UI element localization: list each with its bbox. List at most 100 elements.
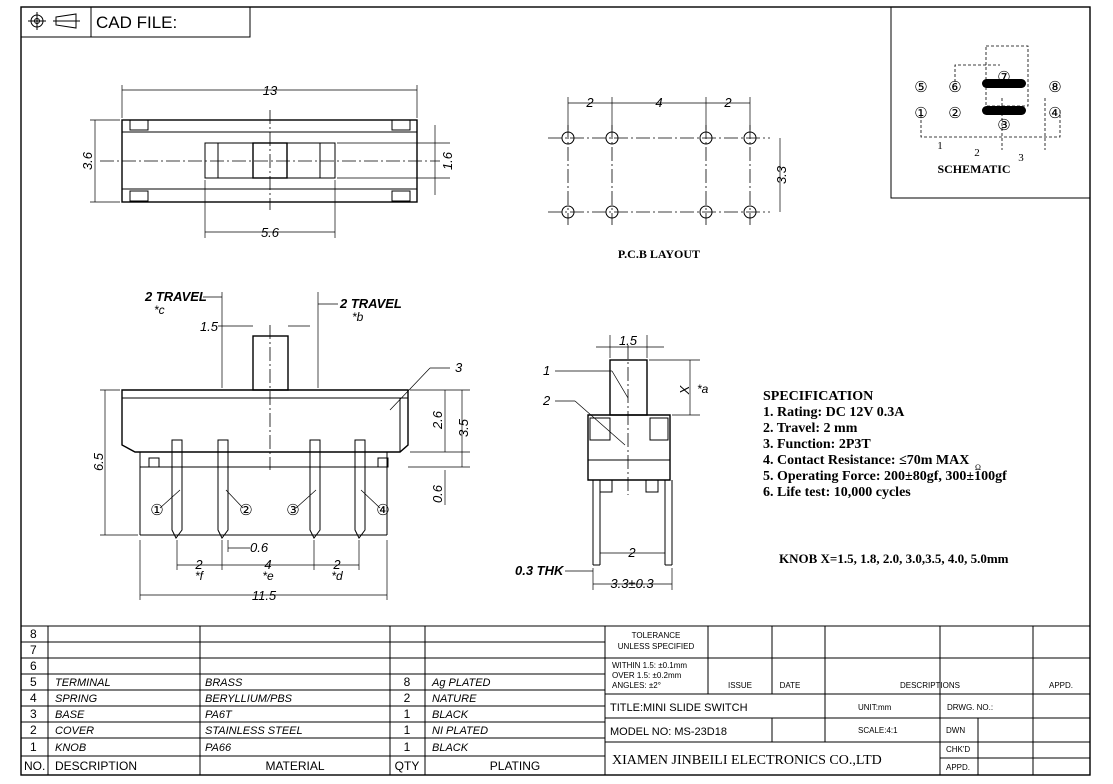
bom-no: 8 [30,627,37,641]
bom-description: BASE [55,709,85,721]
bom-plating: NI PLATED [432,725,488,737]
bom-qty: 8 [404,675,411,689]
tolerance-over: OVER 1.5: ±0.2mm [612,671,682,680]
bom-no: 2 [30,723,37,737]
pcb-hole [743,131,757,145]
descriptions-header: DESCRIPTIONS [900,681,960,690]
pcb-hole [561,205,575,219]
title-block: TOLERANCE UNLESS SPECIFIED WITHIN 1.5: ±… [605,626,1090,775]
approved-label: APPD. [946,763,970,772]
front-pin-1: ① [150,503,163,519]
spec-line-3: 3. Function: 2P3T [763,437,871,452]
drawing-number-label: DRWG. NO.: [947,703,993,712]
side-knob [609,359,648,416]
tolerance-sub-label: UNLESS SPECIFIED [618,642,695,651]
schematic-label-1: 1 [937,140,943,152]
specification: SPECIFICATION 1. Rating: DC 12V 0.3A 2. … [763,389,1009,566]
pcb-dim-vertical: 3.3 [774,165,789,184]
bom-no: 6 [30,659,37,673]
pcb-hole [605,205,619,219]
dim-overall-length: 13 [263,83,278,98]
omega-mark: Ω [975,463,981,472]
pcb-layout: 2 4 2 3.3 P.C.B LAYOUT [548,95,789,261]
top-view: 13 3.6 1.6 5.6 [80,83,455,240]
front-pin-2: ② [239,503,252,519]
cad-file-label: CAD FILE: [96,13,177,32]
schematic-pin-3: ③ [997,118,1010,134]
bom-material: STAINLESS STEEL [205,725,303,737]
bom-header-no: NO. [24,759,45,773]
bom-header-qty: QTY [395,759,420,773]
bom-plating: NATURE [432,693,477,705]
pcb-hole [699,205,713,219]
bom-header-description: DESCRIPTION [55,759,137,773]
travel-left-ref: *c [154,303,165,317]
bom-plating: BLACK [432,709,469,721]
schematic-pin-2: ② [948,106,961,122]
bom-row: 1 KNOB PA66 1 BLACK [30,740,469,754]
schematic-caption: SCHEMATIC [937,162,1010,176]
dim-b1-ref: *f [195,569,205,583]
dim-total-width: 11.5 [252,588,277,603]
pcb-dim-left: 2 [585,95,594,110]
bom-material: BERYLLIUM/PBS [205,693,293,705]
bom-qty: 1 [404,740,411,754]
travel-left: 2 TRAVEL [144,289,207,304]
pcb-dim-right: 2 [723,95,732,110]
bom-description: COVER [55,725,94,737]
pcb-hole [699,131,713,145]
bom-table: 8 7 6 5 TERMINAL BRASS 8 Ag PLATED 4 SPR… [21,625,1090,775]
company-name: XIAMEN JINBEILI ELECTRONICS CO.,LTD [612,753,882,768]
callout-3: 3 [455,360,463,375]
dim-pin-width: 0.6 [250,540,269,555]
pcb-caption: P.C.B LAYOUT [618,247,700,261]
bom-header-material: MATERIAL [265,759,324,773]
bom-description: TERMINAL [55,677,111,689]
pcb-hole [561,131,575,145]
bom-description: SPRING [55,693,98,705]
bom-qty: 1 [404,707,411,721]
dim-b3: 2 [332,557,341,572]
bom-plating: BLACK [432,742,469,754]
first-angle-projection-icon [28,12,80,30]
dim-slot: 1.6 [440,151,455,170]
sheet-border [20,6,1091,776]
callout-2: 2 [542,393,551,408]
bom-row: 8 [30,627,37,641]
schematic-label-2: 2 [974,147,980,159]
dim-pin: 0.6 [430,484,445,503]
travel-right: 2 TRAVEL [339,296,402,311]
bom-row: 3 BASE PA6T 1 BLACK [30,707,469,721]
schematic: ⑤ ⑥ ⑦ ⑧ ① ② ③ ④ 1 2 3 SCHEMATIC [890,6,1091,199]
bom-material: BRASS [205,677,243,689]
travel-right-ref: *b [352,310,364,324]
tolerance-within: WITHIN 1.5: ±0.1mm [612,661,687,670]
bom-no: 7 [30,643,37,657]
bom-row: 6 [30,659,37,673]
dim-height: 3.6 [80,151,95,170]
front-view: 2 TRAVEL *c 2 TRAVEL *b 1.5 3 2.6 3.5 0.… [91,289,471,603]
spec-line-6: 6. Life test: 10,000 cycles [763,485,911,500]
schematic-pin-7: ⑦ [997,70,1010,86]
pcb-hole [605,131,619,145]
tolerance-label: TOLERANCE [632,631,681,640]
bom-no: 5 [30,675,37,689]
dim-thickness: 0.3 THK [515,563,565,578]
dim-b3-ref: *d [331,569,343,583]
schematic-pin-6: ⑥ [948,80,961,96]
bom-row: 4 SPRING BERYLLIUM/PBS 2 NATURE [30,691,477,705]
checked-label: CHK'D [946,745,970,754]
bom-qty: 2 [404,691,411,705]
bom-plating: Ag PLATED [431,677,491,689]
schematic-box [890,6,1091,199]
schematic-pin-5: ⑤ [914,80,927,96]
schematic-label-3: 3 [1018,152,1024,164]
side-knob-dim: 1.5 [619,333,638,348]
bom-material: PA66 [205,742,232,754]
knob-note: KNOB X=1.5, 1.8, 2.0, 3.0,3.5, 4.0, 5.0m… [779,551,1009,566]
bom-row: 7 [30,643,37,657]
tolerance-angles: ANGLES: ±2° [612,681,661,690]
cad-file-header: CAD FILE: [21,7,251,38]
drawn-label: DWN [946,726,965,735]
